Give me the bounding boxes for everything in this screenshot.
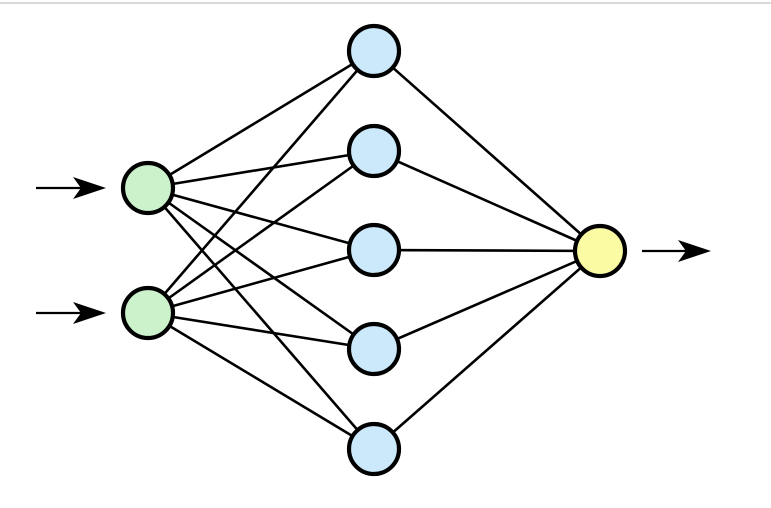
edge-hidden-node-1-output-node-1 xyxy=(373,50,601,252)
edge-hidden-node-4-output-node-1 xyxy=(373,249,601,351)
hidden-node-4 xyxy=(346,321,402,377)
output-arrow-head xyxy=(678,240,711,262)
output-node-1 xyxy=(572,223,628,279)
top-border xyxy=(0,2,771,4)
edge-input-node-2-hidden-node-1 xyxy=(147,50,375,314)
edge-input-node-2-hidden-node-5 xyxy=(147,311,375,451)
edge-input-node-2-hidden-node-3 xyxy=(147,248,375,315)
hidden-node-2 xyxy=(346,123,402,179)
edge-hidden-node-3-output-node-1 xyxy=(373,248,601,253)
input-node-2 xyxy=(120,285,176,341)
edge-input-node-2-hidden-node-4 xyxy=(147,311,375,351)
edge-input-node-1-hidden-node-2 xyxy=(147,149,375,190)
edge-hidden-node-2-output-node-1 xyxy=(373,149,601,253)
hidden-node-5 xyxy=(346,421,402,477)
input-node-1 xyxy=(120,160,176,216)
input-arrow-1-head xyxy=(73,177,106,199)
hidden-node-1 xyxy=(346,23,402,79)
edge-input-node-1-hidden-node-3 xyxy=(147,186,375,252)
edge-input-node-1-hidden-node-1 xyxy=(147,49,375,190)
edge-input-node-1-hidden-node-5 xyxy=(147,187,375,450)
input-arrow-2-head xyxy=(73,302,106,324)
edge-input-node-1-hidden-node-4 xyxy=(147,186,375,351)
edge-hidden-node-5-output-node-1 xyxy=(373,250,601,450)
edge-input-node-2-hidden-node-2 xyxy=(147,149,375,315)
hidden-node-3 xyxy=(346,222,402,278)
